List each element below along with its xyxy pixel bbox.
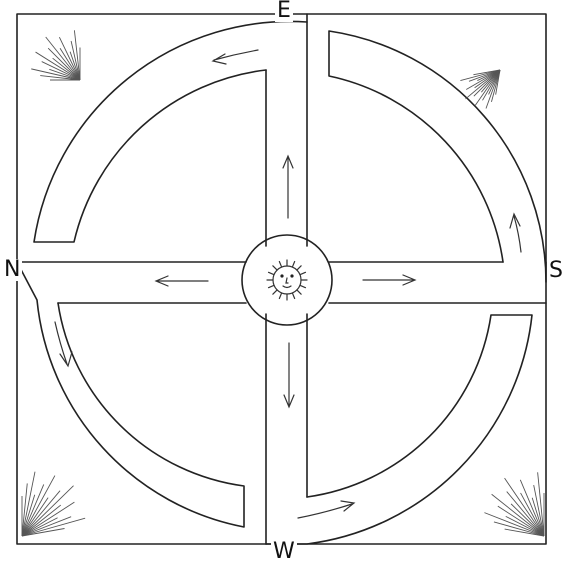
band-bottom-right <box>266 315 532 544</box>
label-south: S <box>547 260 564 282</box>
label-west: W <box>271 541 297 563</box>
arm-upper <box>266 14 307 246</box>
outer-frame <box>17 14 546 544</box>
arrow-left <box>156 276 208 286</box>
corner-rays-bottom-right <box>484 472 544 536</box>
sun-face-icon <box>267 260 307 300</box>
label-east: E <box>275 0 293 22</box>
corner-rays-top-left <box>31 30 80 80</box>
arrow-bottom-band <box>298 501 354 518</box>
arrow-top-band <box>213 50 258 64</box>
arrow-up <box>283 156 293 218</box>
arrow-down <box>284 343 294 407</box>
band-top-right <box>329 31 546 282</box>
corner-rays-top-right <box>460 70 500 109</box>
label-north: N <box>2 259 22 281</box>
arm-left <box>17 262 246 303</box>
corner-rays-bottom-left <box>22 472 85 536</box>
arrow-right-band <box>510 214 521 252</box>
band-bottom-left <box>17 262 244 527</box>
arrow-right <box>363 275 415 285</box>
arm-lower <box>266 314 307 544</box>
arm-right <box>329 262 546 303</box>
